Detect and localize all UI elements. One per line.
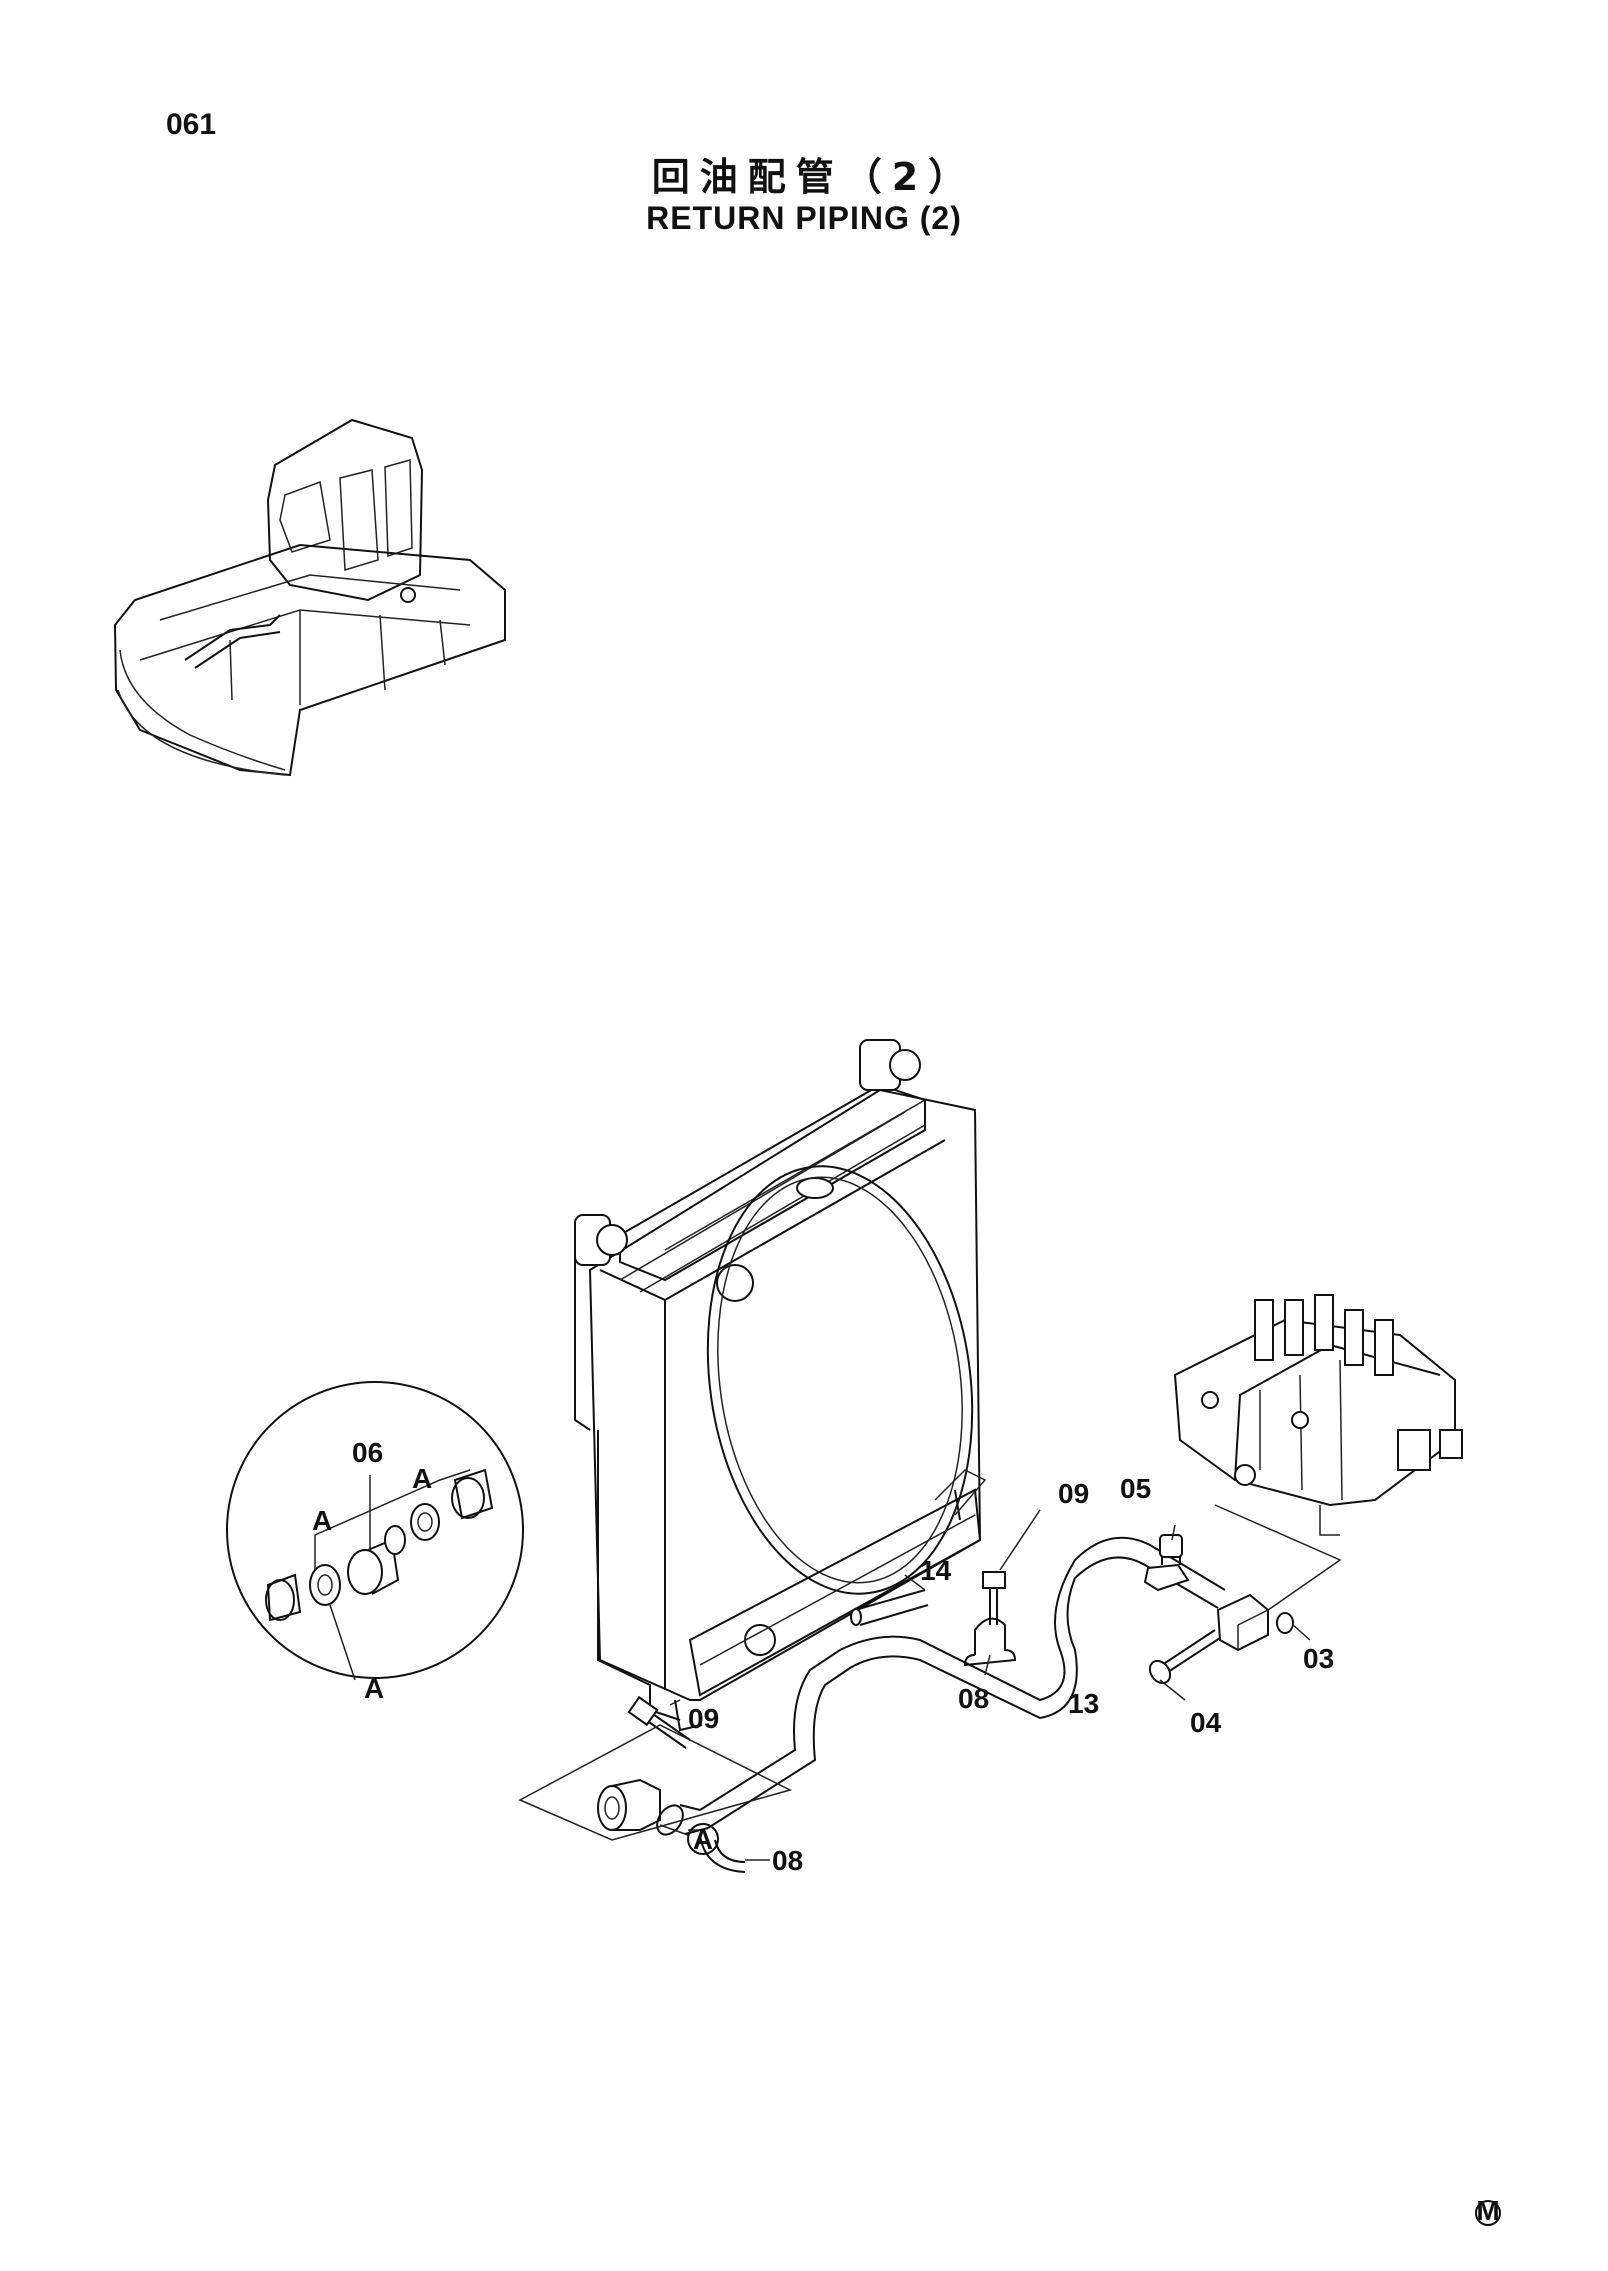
- callout-05: 05: [1120, 1473, 1151, 1504]
- callout-08-lower: 08: [772, 1845, 803, 1876]
- detail-label-06: 06: [352, 1437, 383, 1468]
- view-a-marker: [687, 1823, 719, 1855]
- bolt: [627, 1571, 1006, 1749]
- return-pipe: [656, 1536, 1226, 1836]
- callout-09-lower: 09: [688, 1703, 719, 1734]
- callout-09-upper: 09: [1058, 1478, 1089, 1509]
- view-a-arrow: [659, 1824, 689, 1836]
- radiator-assembly-illustration: [574, 1039, 987, 1732]
- detail-a-view: [226, 1381, 524, 1681]
- callout-04: 04: [1190, 1707, 1222, 1738]
- title-english: RETURN PIPING (2): [646, 200, 962, 236]
- detail-label-a-left: A: [312, 1505, 332, 1536]
- callout-03: 03: [1303, 1643, 1334, 1674]
- m-mark-letter: M: [1476, 2195, 1499, 2226]
- callout-leader-lines: [669, 1509, 1311, 1861]
- pipe-coupling: [597, 1778, 661, 1831]
- callout-13: 13: [1068, 1688, 1099, 1719]
- coupling-reference-line: [518, 1724, 793, 1841]
- detail-label-a-right: A: [412, 1463, 432, 1494]
- title-chinese: 回油配管（2）: [651, 155, 977, 199]
- detail-title-a: A: [364, 1673, 384, 1704]
- callout-08-middle: 08: [958, 1683, 989, 1714]
- callout-14: 14: [920, 1555, 952, 1586]
- pipe-clamp: [699, 1617, 1017, 1873]
- excavator-overview-illustration: [113, 418, 506, 777]
- control-valve-illustration: [1173, 1294, 1463, 1536]
- page-number: 061: [166, 108, 217, 141]
- m-mark: [1475, 2200, 1501, 2226]
- view-a-letter: A: [693, 1824, 713, 1855]
- fitting-block: [1143, 1534, 1294, 1685]
